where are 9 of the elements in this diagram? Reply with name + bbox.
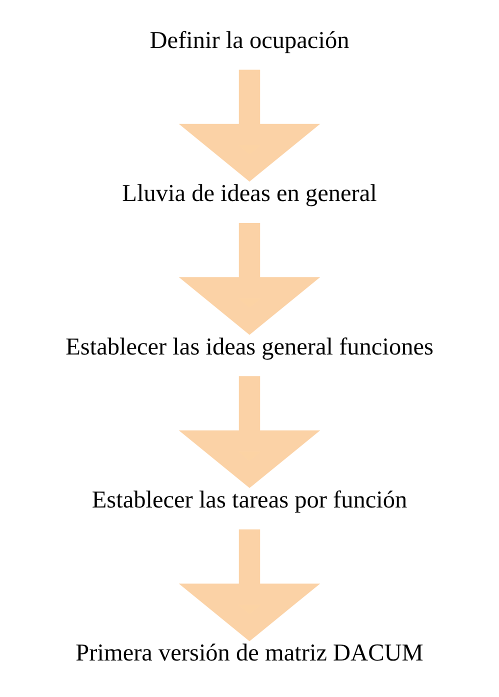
arrow: [178, 222, 320, 335]
arrow: [178, 529, 320, 642]
arrow: [178, 70, 320, 182]
node-text: Lluvia de ideas en general: [122, 180, 377, 208]
arrow: [178, 376, 320, 488]
node-text: Definir la ocupación: [150, 26, 350, 54]
node-text: Establecer las ideas general funciones: [66, 333, 434, 360]
node-text: Establecer las tareas por función: [92, 486, 408, 514]
node-text: Primera versión de matriz DACUM: [76, 640, 424, 667]
